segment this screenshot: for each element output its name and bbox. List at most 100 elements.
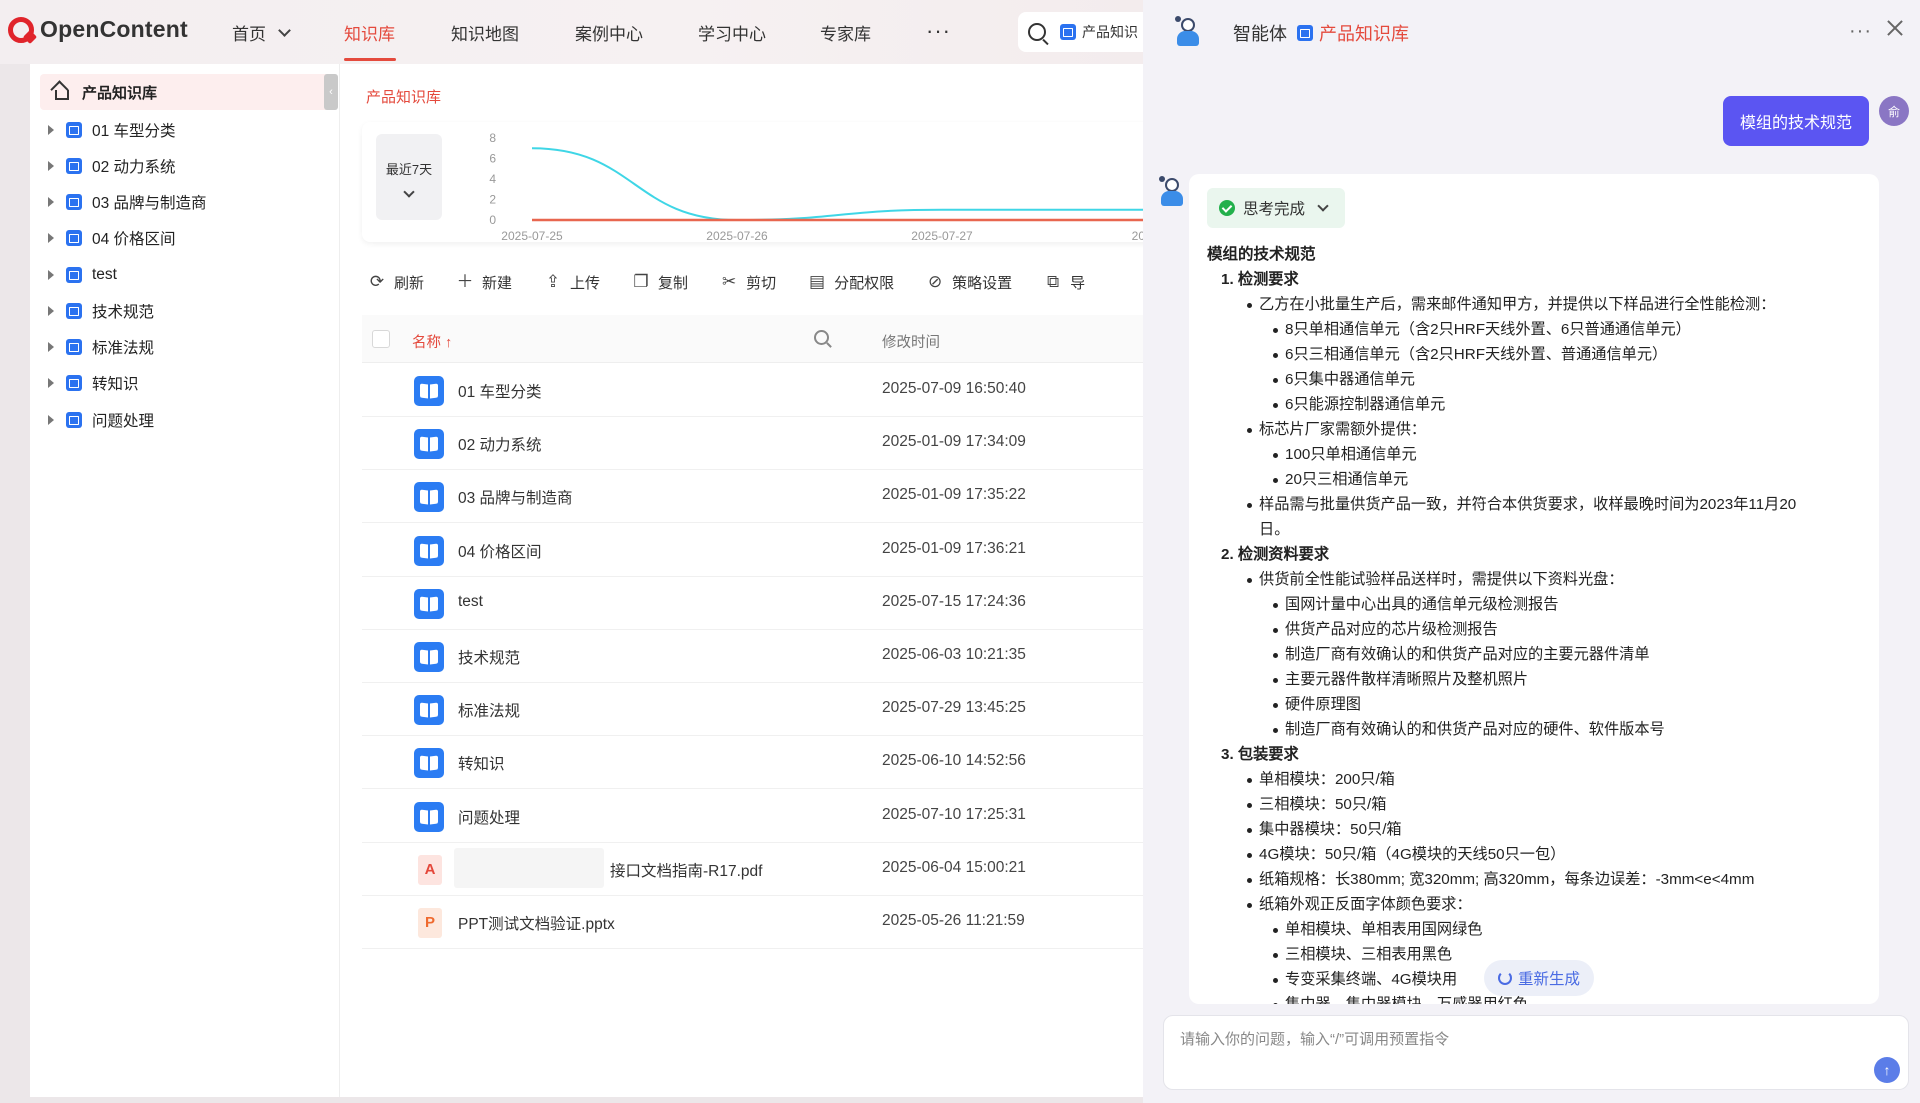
close-icon[interactable] bbox=[1885, 18, 1905, 38]
knowledge-base-icon bbox=[66, 339, 82, 355]
nav-knowledge-map[interactable]: 知识地图 bbox=[451, 25, 519, 44]
answer-sub-bullet: 8只单相通信单元（含2只HRF天线外置、6只普通通信单元） bbox=[1207, 317, 1867, 342]
tree-item[interactable]: 02 动力系统 bbox=[48, 154, 176, 178]
nav-home[interactable]: 首页 bbox=[232, 20, 291, 45]
row-modified-time: 2025-01-09 17:34:09 bbox=[882, 433, 1026, 451]
search-scope: 产品知识 bbox=[1082, 24, 1138, 40]
tree-item[interactable]: 问题处理 bbox=[48, 408, 154, 432]
chat-title: 智能体 产品知识库 bbox=[1233, 20, 1409, 46]
more-icon[interactable]: ··· bbox=[1849, 20, 1872, 42]
tree-root[interactable]: 产品知识库 bbox=[40, 74, 330, 110]
export-button[interactable]: ⧉导 bbox=[1044, 272, 1085, 293]
row-name[interactable]: 03 品牌与制造商 bbox=[458, 490, 573, 508]
answer-sub-bullet: 20只三相通信单元 bbox=[1207, 467, 1867, 492]
logo[interactable]: OpenContent bbox=[8, 16, 188, 43]
nav-knowledge-base[interactable]: 知识库 bbox=[344, 25, 395, 44]
tree-item[interactable]: 01 车型分类 bbox=[48, 118, 176, 142]
y-tick-label: 8 bbox=[489, 131, 496, 145]
chat-header: 智能体 产品知识库 ··· bbox=[1143, 0, 1920, 64]
column-modified-time[interactable]: 修改时间 bbox=[882, 335, 940, 351]
cut-button[interactable]: ✂剪切 bbox=[721, 272, 777, 292]
tree-item[interactable]: 标准法规 bbox=[48, 335, 154, 359]
send-button[interactable]: ↑ bbox=[1874, 1057, 1900, 1083]
refresh-button[interactable]: ⟳刷新 bbox=[369, 272, 425, 292]
knowledge-base-icon bbox=[1297, 25, 1313, 41]
policy-button[interactable]: ⊘策略设置 bbox=[927, 272, 1013, 292]
row-name[interactable]: 转知识 bbox=[458, 756, 505, 774]
table-row[interactable]: 01 车型分类 2025-07-09 16:50:40 bbox=[362, 364, 1162, 417]
nav-expert-library[interactable]: 专家库 bbox=[820, 25, 871, 44]
table-header: 名称 ↑ 修改时间 bbox=[362, 315, 1162, 363]
answer-bullet: 样品需与批量供货产品一致，并符合本供货要求，收样最晚时间为2023年11月20 bbox=[1207, 492, 1867, 517]
nav-more-icon[interactable]: ··· bbox=[926, 18, 951, 43]
row-name[interactable]: 问题处理 bbox=[458, 809, 521, 827]
caret-right-icon[interactable] bbox=[48, 197, 54, 207]
table-row[interactable]: 技术规范 2025-06-03 10:21:35 bbox=[362, 630, 1162, 683]
tree-item[interactable]: 转知识 bbox=[48, 371, 139, 395]
y-tick-label: 2 bbox=[489, 193, 496, 207]
caret-right-icon[interactable] bbox=[48, 415, 54, 425]
tree-item[interactable]: test bbox=[48, 263, 117, 287]
caret-right-icon[interactable] bbox=[48, 378, 54, 388]
tree-item[interactable]: 04 价格区间 bbox=[48, 226, 176, 250]
caret-right-icon[interactable] bbox=[48, 306, 54, 316]
breadcrumb[interactable]: 产品知识库 bbox=[366, 89, 442, 106]
row-name[interactable]: test bbox=[458, 592, 483, 610]
tree-item[interactable]: 技术规范 bbox=[48, 299, 154, 323]
nav-learning-center[interactable]: 学习中心 bbox=[698, 25, 766, 44]
table-row[interactable]: 02 动力系统 2025-01-09 17:34:09 bbox=[362, 417, 1162, 471]
column-name-sort[interactable]: 名称 ↑ bbox=[412, 335, 453, 351]
row-name[interactable]: 04 价格区间 bbox=[458, 543, 542, 561]
row-name[interactable]: 接口文档指南-R17.pdf bbox=[610, 862, 763, 880]
nav-case-center[interactable]: 案例中心 bbox=[575, 25, 643, 44]
row-modified-time: 2025-06-03 10:21:35 bbox=[882, 646, 1026, 663]
row-name[interactable]: 01 车型分类 bbox=[458, 384, 542, 401]
copy-button[interactable]: ❐复制 bbox=[633, 272, 689, 292]
select-all-checkbox[interactable] bbox=[372, 330, 390, 348]
plus-icon: ＋ bbox=[456, 272, 474, 291]
user-message: 模组的技术规范 bbox=[1723, 96, 1869, 146]
top-nav: OpenContent 首页 知识库 知识地图 案例中心 学习中心 专家库 ··… bbox=[0, 0, 1188, 64]
date-range-select[interactable]: 最近7天 bbox=[376, 134, 442, 220]
row-name[interactable]: PPT测试文档验证.pptx bbox=[458, 916, 615, 933]
chat-input[interactable]: 请输入你的问题，输入“/”可调用预置指令 ↑ bbox=[1163, 1015, 1909, 1090]
tree-root-label: 产品知识库 bbox=[82, 84, 158, 102]
new-button[interactable]: ＋新建 bbox=[456, 272, 513, 292]
caret-right-icon[interactable] bbox=[48, 125, 54, 135]
row-name[interactable]: 02 动力系统 bbox=[458, 437, 542, 455]
thinking-toggle[interactable]: 思考完成 bbox=[1207, 188, 1345, 228]
sidebar-collapse-button[interactable]: ‹ bbox=[324, 74, 338, 110]
row-modified-time: 2025-07-09 16:50:40 bbox=[882, 380, 1026, 397]
regenerate-button[interactable]: 重新生成 bbox=[1484, 960, 1594, 996]
chat-panel: 智能体 产品知识库 ··· 模组的技术规范 俞 思考完成 模组的技术规范 1. … bbox=[1143, 0, 1920, 1103]
row-name[interactable]: 标准法规 bbox=[458, 703, 521, 721]
search-icon[interactable] bbox=[1028, 23, 1046, 41]
answer-bullet: 纸箱外观正反面字体颜色要求： bbox=[1207, 892, 1867, 917]
caret-right-icon[interactable] bbox=[48, 270, 54, 280]
row-name[interactable]: 技术规范 bbox=[458, 650, 521, 667]
chat-title-kb[interactable]: 产品知识库 bbox=[1319, 24, 1409, 44]
caret-right-icon[interactable] bbox=[48, 233, 54, 243]
upload-button[interactable]: ⇪上传 bbox=[545, 272, 601, 292]
caret-right-icon[interactable] bbox=[48, 342, 54, 352]
answer-sub-bullet: 硬件原理图 bbox=[1207, 692, 1867, 717]
export-icon: ⧉ bbox=[1047, 272, 1060, 291]
permission-button[interactable]: ▤分配权限 bbox=[809, 272, 895, 292]
user-avatar[interactable]: 俞 bbox=[1879, 96, 1909, 126]
search-icon[interactable] bbox=[814, 330, 829, 345]
caret-right-icon[interactable] bbox=[48, 161, 54, 171]
answer-bullet: 三相模块：50只/箱 bbox=[1207, 792, 1867, 817]
logo-text: OpenContent bbox=[40, 16, 188, 42]
tree-item[interactable]: 03 品牌与制造商 bbox=[48, 190, 207, 214]
answer-bullet: 4G模块：50只/箱（4G模块的天线50只一包） bbox=[1207, 842, 1867, 867]
knowledge-folder-icon bbox=[414, 588, 444, 619]
